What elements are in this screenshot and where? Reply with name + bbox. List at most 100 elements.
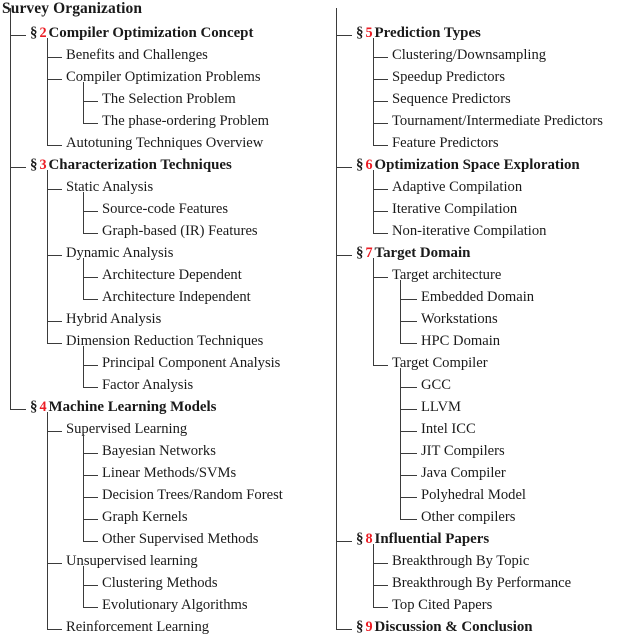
tree-item-level2[interactable]: Autotuning Techniques Overview xyxy=(66,132,263,154)
tree-item-level3[interactable]: Evolutionary Algorithms xyxy=(102,594,248,616)
tree-item-label: LLVM xyxy=(421,399,462,415)
tree-connector-horizontal-level2 xyxy=(373,145,388,146)
tree-connector-horizontal-level3 xyxy=(83,541,98,542)
tree-connector-horizontal-level2 xyxy=(373,57,388,58)
tree-item-label: Supervised Learning xyxy=(66,421,188,437)
tree-connector-horizontal-level2 xyxy=(373,277,388,278)
tree-item-level3[interactable]: HPC Domain xyxy=(421,330,500,352)
tree-item-label: Non-iterative Compilation xyxy=(392,223,547,239)
tree-item-level2[interactable]: Breakthrough By Topic xyxy=(392,550,529,572)
tree-item-level3[interactable]: Source-code Features xyxy=(102,198,228,220)
tree-item-level2[interactable]: Sequence Predictors xyxy=(392,88,511,110)
tree-item-level3[interactable]: GCC xyxy=(421,374,451,396)
tree-item-level2[interactable]: Benefits and Challenges xyxy=(66,44,208,66)
tree-item-level3[interactable]: Architecture Independent xyxy=(102,286,251,308)
tree-item-level2[interactable]: Iterative Compilation xyxy=(392,198,517,220)
tree-item-level3[interactable]: JIT Compilers xyxy=(421,440,505,462)
tree-item-level2[interactable]: Target architecture xyxy=(392,264,501,286)
tree-item-level2[interactable]: Feature Predictors xyxy=(392,132,499,154)
tree-item-level2[interactable]: Unsupervised learning xyxy=(66,550,198,572)
tree-item-label: Other Supervised Methods xyxy=(102,531,259,547)
tree-item-level2[interactable]: Tournament/Intermediate Predictors xyxy=(392,110,603,132)
tree-item-level3[interactable]: Linear Methods/SVMs xyxy=(102,462,236,484)
tree-item-label: HPC Domain xyxy=(421,333,501,349)
tree-item-label: Dynamic Analysis xyxy=(66,245,174,261)
tree-item-level2[interactable]: Static Analysis xyxy=(66,176,153,198)
tree-item-level3[interactable]: Bayesian Networks xyxy=(102,440,216,462)
tree-item-label: Workstations xyxy=(421,311,498,327)
tree-item-label: Polyhedral Model xyxy=(421,487,526,503)
tree-item-label: Architecture Dependent xyxy=(102,267,242,283)
tree-item-level2[interactable]: Dynamic Analysis xyxy=(66,242,173,264)
tree-connector-vertical-level2 xyxy=(373,258,374,365)
tree-item-level3[interactable]: Other Supervised Methods xyxy=(102,528,258,550)
tree-connector-horizontal-level2 xyxy=(373,211,388,212)
tree-item-level2[interactable]: Hybrid Analysis xyxy=(66,308,161,330)
tree-item-level3[interactable]: Principal Component Analysis xyxy=(102,352,280,374)
tree-item-level3[interactable]: Embedded Domain xyxy=(421,286,534,308)
tree-item-level3[interactable]: Clustering Methods xyxy=(102,572,218,594)
tree-connector-horizontal-level2 xyxy=(373,607,388,608)
tree-connector-vertical-root xyxy=(10,8,11,409)
tree-item-level3[interactable]: Decision Trees/Random Forest xyxy=(102,484,283,506)
tree-connector-horizontal-level2 xyxy=(47,629,62,630)
tree-connector-horizontal-level2 xyxy=(47,57,62,58)
tree-item-level2[interactable]: Breakthrough By Performance xyxy=(392,572,571,594)
tree-item-level3[interactable]: The Selection Problem xyxy=(102,88,236,110)
tree-item-level2[interactable]: Dimension Reduction Techniques xyxy=(66,330,263,352)
tree-item-label: Embedded Domain xyxy=(421,289,535,305)
tree-item-level2[interactable]: Adaptive Compilation xyxy=(392,176,522,198)
tree-item-level2[interactable]: Compiler Optimization Problems xyxy=(66,66,261,88)
tree-item-level2[interactable]: Reinforcement Learning xyxy=(66,616,209,638)
tree-connector-horizontal-level3 xyxy=(400,453,417,454)
tree-item-level3[interactable]: The phase-ordering Problem xyxy=(102,110,269,132)
tree-item-level3[interactable]: Graph Kernels xyxy=(102,506,188,528)
section-number: 3 xyxy=(39,157,47,173)
tree-item-label: Dimension Reduction Techniques xyxy=(66,333,264,349)
tree-item-level3[interactable]: Architecture Dependent xyxy=(102,264,242,286)
tree-item-level3[interactable]: Other compilers xyxy=(421,506,515,528)
section-symbol-icon: § xyxy=(356,245,364,261)
tree-item-level2[interactable]: Top Cited Papers xyxy=(392,594,492,616)
tree-item-label: GCC xyxy=(421,377,452,393)
tree-connector-horizontal-root xyxy=(336,35,352,36)
tree-connector-horizontal-level3 xyxy=(83,101,98,102)
tree-item-level3[interactable]: Java Compiler xyxy=(421,462,506,484)
tree-item-level2[interactable]: Supervised Learning xyxy=(66,418,187,440)
tree-item-label: Compiler Optimization Problems xyxy=(66,69,261,85)
tree-connector-horizontal-level2 xyxy=(47,431,62,432)
tree-connector-vertical-level2 xyxy=(47,38,48,145)
tree-item-level3[interactable]: LLVM xyxy=(421,396,461,418)
tree-item-level2[interactable]: Target Compiler xyxy=(392,352,488,374)
section-number: 8 xyxy=(365,531,373,547)
section-symbol-icon: § xyxy=(356,25,364,41)
tree-connector-vertical-level3 xyxy=(83,434,84,541)
tree-connector-horizontal-level3 xyxy=(400,431,417,432)
tree-item-label: Adaptive Compilation xyxy=(392,179,523,195)
section-number: 2 xyxy=(39,25,47,41)
tree-item-level3[interactable]: Polyhedral Model xyxy=(421,484,526,506)
tree-item-label: Other compilers xyxy=(421,509,516,525)
tree-item-level3[interactable]: Workstations xyxy=(421,308,498,330)
tree-item-label: Sequence Predictors xyxy=(392,91,511,107)
tree-connector-horizontal-level3 xyxy=(400,519,417,520)
tree-connector-horizontal-level2 xyxy=(373,563,388,564)
tree-item-level3[interactable]: Graph-based (IR) Features xyxy=(102,220,258,242)
tree-item-level3[interactable]: Intel ICC xyxy=(421,418,476,440)
tree-item-level3[interactable]: Factor Analysis xyxy=(102,374,193,396)
section-symbol-icon: § xyxy=(356,531,364,547)
tree-connector-horizontal-root xyxy=(336,255,352,256)
section-number: 7 xyxy=(365,245,373,261)
tree-item-level2[interactable]: Speedup Predictors xyxy=(392,66,505,88)
tree-item-level2[interactable]: Non-iterative Compilation xyxy=(392,220,546,242)
section-label: Characterization Techniques xyxy=(48,157,232,173)
tree-item-level2[interactable]: Clustering/Downsampling xyxy=(392,44,546,66)
